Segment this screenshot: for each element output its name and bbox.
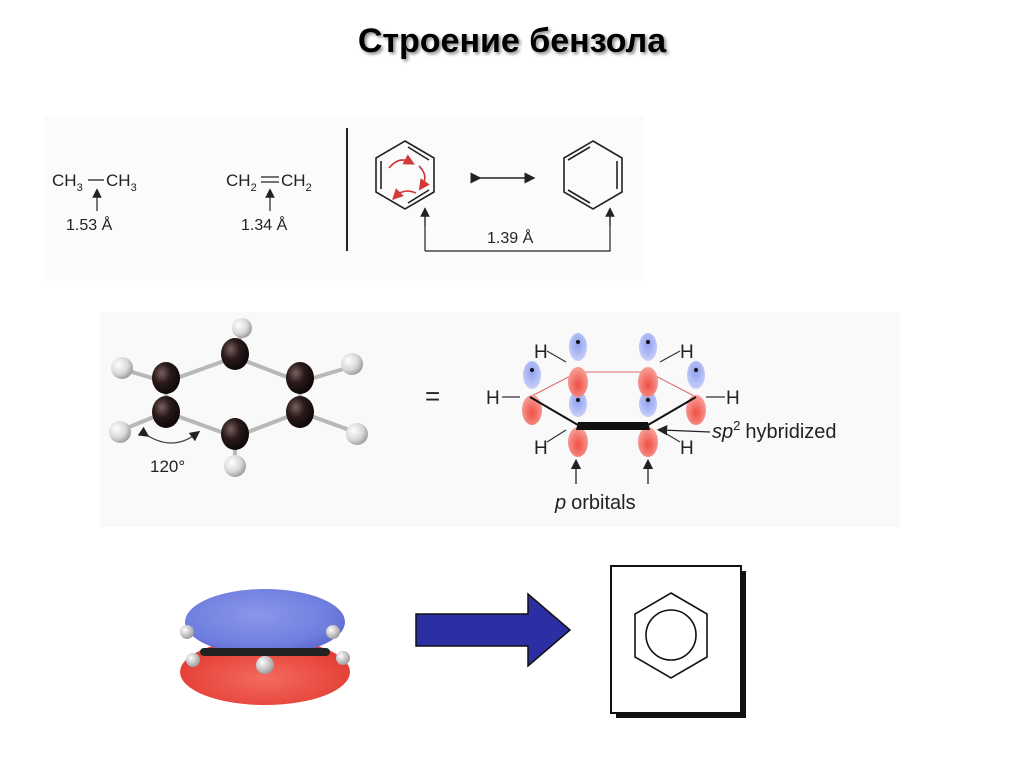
equals-sign: = [425, 381, 440, 411]
svg-text:H: H [680, 438, 694, 459]
bond-angle-label: 120° [150, 457, 185, 476]
p-orbital-framework [502, 333, 725, 457]
hydrogen-labels: H H H H H H [486, 342, 740, 459]
svg-text:CH3: CH3 [106, 171, 137, 194]
ethene-bond-length: 1.34 Å [241, 215, 288, 234]
svg-text:H: H [486, 388, 500, 409]
benzene-aromatic-ring [634, 592, 708, 679]
bond-length-panel: CH3 CH3 1.53 Å CH2 CH2 1.34 Å [44, 116, 644, 281]
svg-text:H: H [680, 342, 694, 363]
benzene-symbol-box [610, 565, 746, 718]
sp2-pointer-arrow [656, 425, 711, 436]
pi-electron-cloud-model [180, 589, 350, 705]
ethane-bond-length: 1.53 Å [66, 215, 113, 234]
slide-title: Строение бензола [357, 22, 667, 60]
svg-text:CH2: CH2 [281, 171, 312, 194]
ball-and-stick-model [109, 318, 368, 477]
ethane-formula: CH3 CH3 [52, 171, 137, 194]
kekule-benzene-structure [375, 140, 435, 210]
resonance-electron-arrows [388, 154, 430, 200]
transition-block-arrow [415, 592, 572, 668]
kekule-benzene-structure-alt [563, 140, 623, 210]
ethene-formula: CH2 CH2 [226, 171, 312, 194]
svg-text:H: H [534, 438, 548, 459]
svg-text:H: H [726, 388, 740, 409]
svg-text:CH3: CH3 [52, 171, 83, 194]
benzene-bond-length: 1.39 Å [487, 228, 534, 247]
svg-text:CH2: CH2 [226, 171, 257, 194]
bond-angle-arc [137, 426, 201, 444]
svg-text:H: H [534, 342, 548, 363]
orbital-model-panel: 120° = [100, 312, 900, 527]
